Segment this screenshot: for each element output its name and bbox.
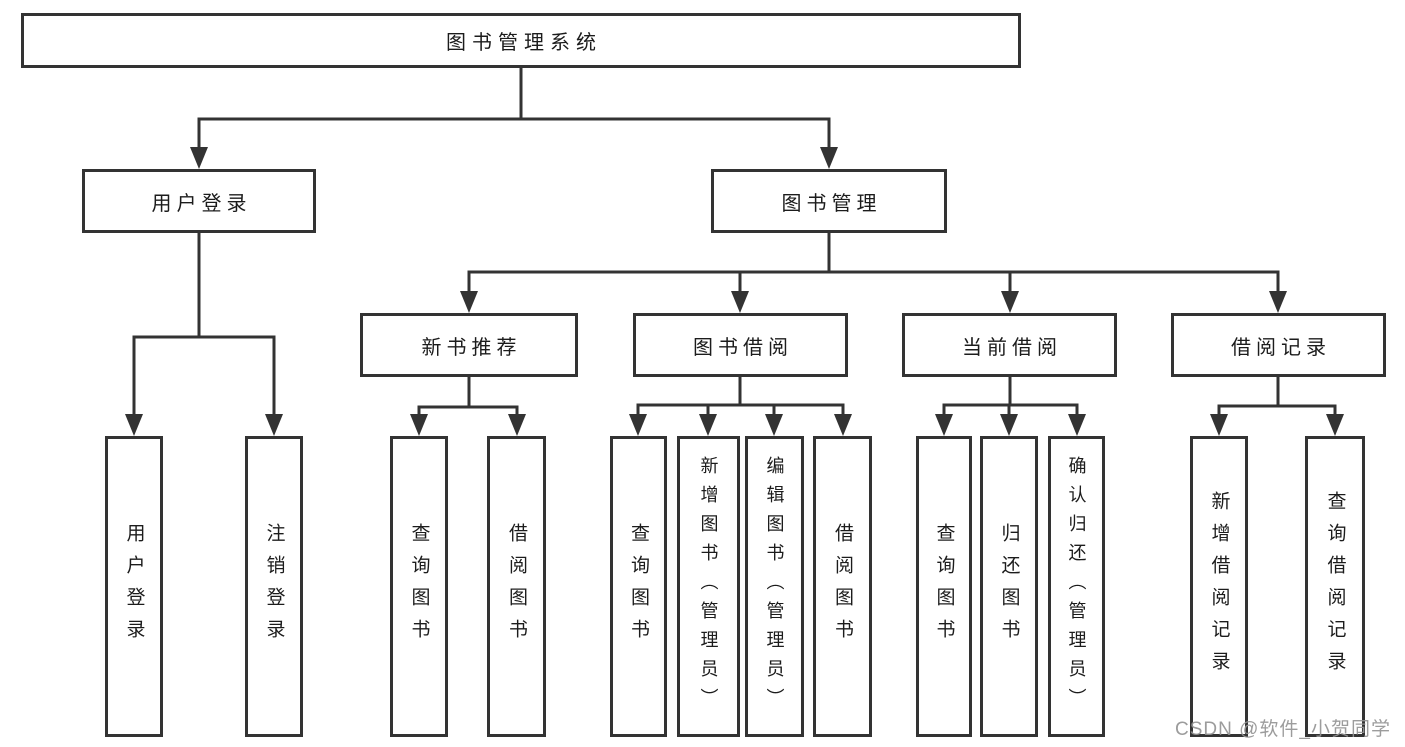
leaf-query-books-recommend-label: 查询图书 — [408, 522, 430, 651]
leaf-return-book-label: 归还图书 — [998, 522, 1020, 651]
node-user-login-label: 用户登录 — [151, 192, 252, 215]
node-book-borrow: 图书借阅 — [633, 313, 848, 377]
leaf-add-book-admin: 新增图书（管理员） — [677, 436, 740, 737]
leaf-query-books-current: 查询图书 — [916, 436, 972, 737]
node-book-management-label: 图书管理 — [781, 192, 882, 215]
node-root-label: 图书管理系统 — [446, 32, 602, 54]
node-current-borrow-label: 当前借阅 — [962, 336, 1062, 359]
node-root: 图书管理系统 — [21, 13, 1021, 68]
node-new-book-recommend: 新书推荐 — [360, 313, 578, 377]
leaf-query-books-recommend: 查询图书 — [390, 436, 448, 737]
node-current-borrow: 当前借阅 — [902, 313, 1117, 377]
leaf-confirm-return-admin-label: 确认归还（管理员） — [1066, 456, 1087, 717]
node-borrow-records-label: 借阅记录 — [1231, 336, 1331, 359]
leaf-borrow-books-recommend-label: 借阅图书 — [506, 522, 527, 651]
leaf-query-books-current-label: 查询图书 — [933, 522, 955, 651]
leaf-add-borrow-record-label: 新增借阅记录 — [1208, 490, 1230, 683]
leaf-query-borrow-record: 查询借阅记录 — [1305, 436, 1365, 737]
leaf-borrow-books-recommend: 借阅图书 — [487, 436, 546, 737]
node-new-book-recommend-label: 新书推荐 — [421, 336, 522, 359]
node-user-login: 用户登录 — [82, 169, 316, 233]
leaf-add-book-admin-label: 新增图书（管理员） — [698, 456, 719, 717]
leaf-logout-label: 注销登录 — [263, 522, 285, 651]
leaf-query-borrow-record-label: 查询借阅记录 — [1324, 490, 1346, 683]
leaf-confirm-return-admin: 确认归还（管理员） — [1048, 436, 1105, 737]
node-book-borrow-label: 图书借阅 — [693, 336, 793, 359]
leaf-query-books-borrow-label: 查询图书 — [628, 522, 649, 651]
node-borrow-records: 借阅记录 — [1171, 313, 1386, 377]
leaf-borrow-books-borrow: 借阅图书 — [813, 436, 872, 737]
leaf-logout: 注销登录 — [245, 436, 303, 737]
leaf-borrow-books-borrow-label: 借阅图书 — [832, 522, 853, 651]
leaf-query-books-borrow: 查询图书 — [610, 436, 667, 737]
leaf-user-login: 用户登录 — [105, 436, 163, 737]
leaf-edit-book-admin: 编辑图书（管理员） — [745, 436, 804, 737]
node-book-management: 图书管理 — [711, 169, 947, 233]
leaf-add-borrow-record: 新增借阅记录 — [1190, 436, 1248, 737]
leaf-return-book: 归还图书 — [980, 436, 1038, 737]
leaf-edit-book-admin-label: 编辑图书（管理员） — [764, 456, 785, 717]
csdn-watermark: CSDN @软件_小贺同学 — [1175, 719, 1391, 740]
leaf-user-login-label: 用户登录 — [123, 522, 145, 651]
